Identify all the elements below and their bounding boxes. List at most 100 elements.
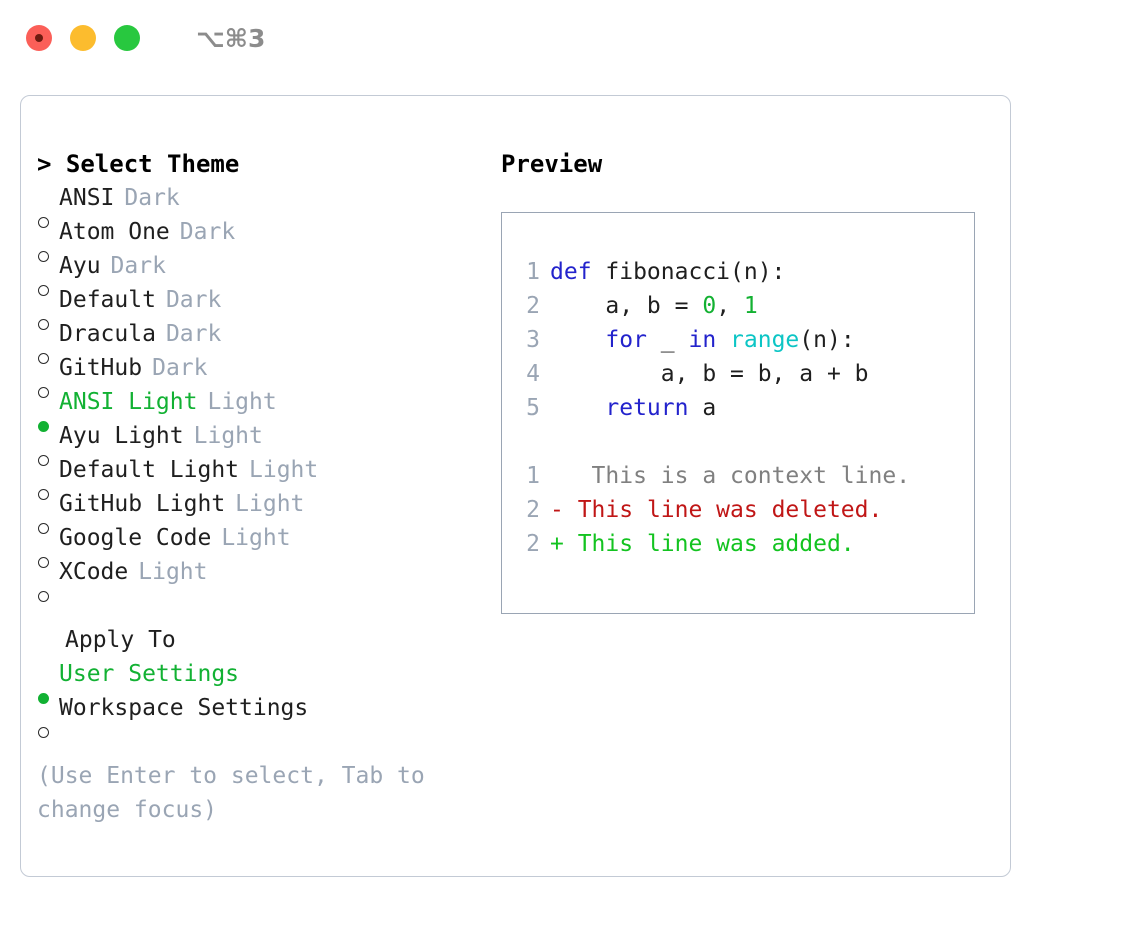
theme-variant-tag: Light bbox=[235, 491, 305, 517]
theme-option-label: ANSI Light bbox=[59, 389, 198, 415]
code-token-kw: for bbox=[605, 327, 647, 353]
theme-variant-tag: Dark bbox=[152, 355, 208, 381]
diff-marker: + bbox=[550, 531, 564, 557]
code-line: 4 a, b = b, a + b bbox=[514, 357, 966, 391]
radio-dot-icon bbox=[38, 591, 49, 602]
radio-dot-icon bbox=[38, 523, 49, 534]
radio-dot-icon bbox=[38, 455, 49, 466]
code-line-number: 3 bbox=[526, 327, 540, 353]
code-token-plain: a, b = b, a + b bbox=[550, 361, 869, 387]
preview-heading: Preview bbox=[501, 150, 603, 178]
theme-option-label: ANSI bbox=[59, 185, 115, 211]
maximize-dot-icon[interactable] bbox=[114, 25, 140, 51]
diff-marker: - bbox=[550, 497, 564, 523]
theme-variant-tag: Dark bbox=[165, 287, 222, 313]
code-token-plain: _ bbox=[646, 327, 689, 353]
theme-option-ansi[interactable]: ANSI Dark bbox=[37, 181, 487, 228]
theme-option-atom-one[interactable]: Atom One Dark bbox=[37, 215, 487, 262]
code-token-kw: in bbox=[688, 327, 717, 353]
apply-to-option-workspace-settings[interactable]: Workspace Settings bbox=[37, 691, 487, 738]
theme-option-ansi-light[interactable]: ANSI Light Light bbox=[37, 385, 487, 432]
diff-marker bbox=[550, 459, 564, 493]
theme-option-label: Default bbox=[59, 287, 156, 313]
theme-option-label: Dracula bbox=[59, 321, 156, 347]
theme-variant-tag: Dark bbox=[110, 253, 166, 279]
code-token-plain bbox=[550, 327, 605, 353]
code-token-plain: a, b = bbox=[550, 293, 703, 319]
keyboard-hint-text: (Use Enter to select, Tab to change focu… bbox=[37, 763, 439, 823]
radio-dot-icon bbox=[38, 727, 49, 738]
theme-variant-tag: Dark bbox=[124, 185, 180, 211]
window-titlebar: ⌥⌘3 bbox=[0, 0, 1140, 76]
code-line-content: def fibonacci(n): bbox=[550, 255, 785, 289]
diff-line-number: 2 bbox=[526, 531, 540, 557]
theme-option-dracula[interactable]: Dracula Dark bbox=[37, 317, 487, 364]
code-token-plain: (n): bbox=[799, 327, 855, 353]
close-dot-icon[interactable] bbox=[26, 25, 52, 51]
keyboard-shortcut-label: ⌥⌘3 bbox=[196, 23, 266, 53]
code-line-content: a, b = 0, 1 bbox=[550, 289, 758, 323]
apply-to-option-label: User Settings bbox=[59, 661, 240, 687]
diff-line: 2 + This line was added. bbox=[514, 527, 966, 561]
radio-dot-icon bbox=[38, 217, 49, 228]
theme-variant-tag: Light bbox=[207, 389, 277, 415]
theme-option-default[interactable]: Default Dark bbox=[37, 283, 487, 330]
code-line-content: a, b = b, a + b bbox=[550, 357, 869, 391]
traffic-light-buttons bbox=[26, 25, 140, 51]
apply-to-option-user-settings[interactable]: User Settings bbox=[37, 657, 487, 704]
code-line-number: 4 bbox=[526, 361, 540, 387]
code-line: 5 return a bbox=[514, 391, 966, 425]
radio-dot-icon bbox=[38, 693, 49, 704]
theme-variant-tag: Dark bbox=[179, 219, 236, 245]
radio-dot-icon bbox=[38, 319, 49, 330]
theme-option-label: GitHub bbox=[59, 355, 143, 381]
diff-line-content: This line was added. bbox=[563, 531, 855, 557]
diff-line: 2- This line was deleted. bbox=[514, 493, 966, 527]
code-line: 1 def fibonacci(n): bbox=[514, 255, 966, 289]
theme-option-label: XCode bbox=[59, 559, 129, 585]
radio-dot-icon bbox=[38, 421, 49, 432]
theme-option-label: Default Light bbox=[59, 457, 240, 483]
code-line-content: return a bbox=[550, 391, 716, 425]
code-line-number: 1 bbox=[526, 259, 540, 285]
code-blank-separator bbox=[514, 425, 966, 459]
code-token-num: 1 bbox=[743, 293, 758, 319]
theme-option-github-light[interactable]: GitHub Light Light bbox=[37, 487, 487, 534]
theme-option-label: Ayu bbox=[59, 253, 101, 279]
radio-dot-icon bbox=[38, 353, 49, 364]
theme-variant-tag: Dark bbox=[165, 321, 222, 347]
code-token-kw: return bbox=[605, 395, 689, 421]
diff-line-number: 2 bbox=[526, 497, 540, 523]
theme-option-github[interactable]: GitHub Dark bbox=[37, 351, 487, 398]
theme-option-ayu[interactable]: Ayu Dark bbox=[37, 249, 487, 296]
diff-line-content: This is a context line. bbox=[563, 463, 911, 489]
code-token-plain: , bbox=[716, 293, 744, 319]
apply-to-option-label: Workspace Settings bbox=[59, 695, 309, 721]
select-theme-heading: > Select Theme bbox=[37, 150, 240, 178]
code-line-number: 5 bbox=[526, 395, 540, 421]
minimize-dot-icon[interactable] bbox=[70, 25, 96, 51]
code-line-content: for _ in range(n): bbox=[550, 323, 855, 357]
code-line-number: 2 bbox=[526, 293, 540, 319]
theme-variant-tag: Light bbox=[193, 423, 263, 449]
diff-line: 1 This is a context line. bbox=[514, 459, 966, 493]
code-line: 3 for _ in range(n): bbox=[514, 323, 966, 357]
theme-option-label: Atom One bbox=[59, 219, 170, 245]
code-token-plain bbox=[550, 395, 605, 421]
code-token-plain: fibonacci(n): bbox=[591, 259, 786, 285]
theme-option-label: GitHub Light bbox=[59, 491, 226, 517]
radio-dot-icon bbox=[38, 489, 49, 500]
